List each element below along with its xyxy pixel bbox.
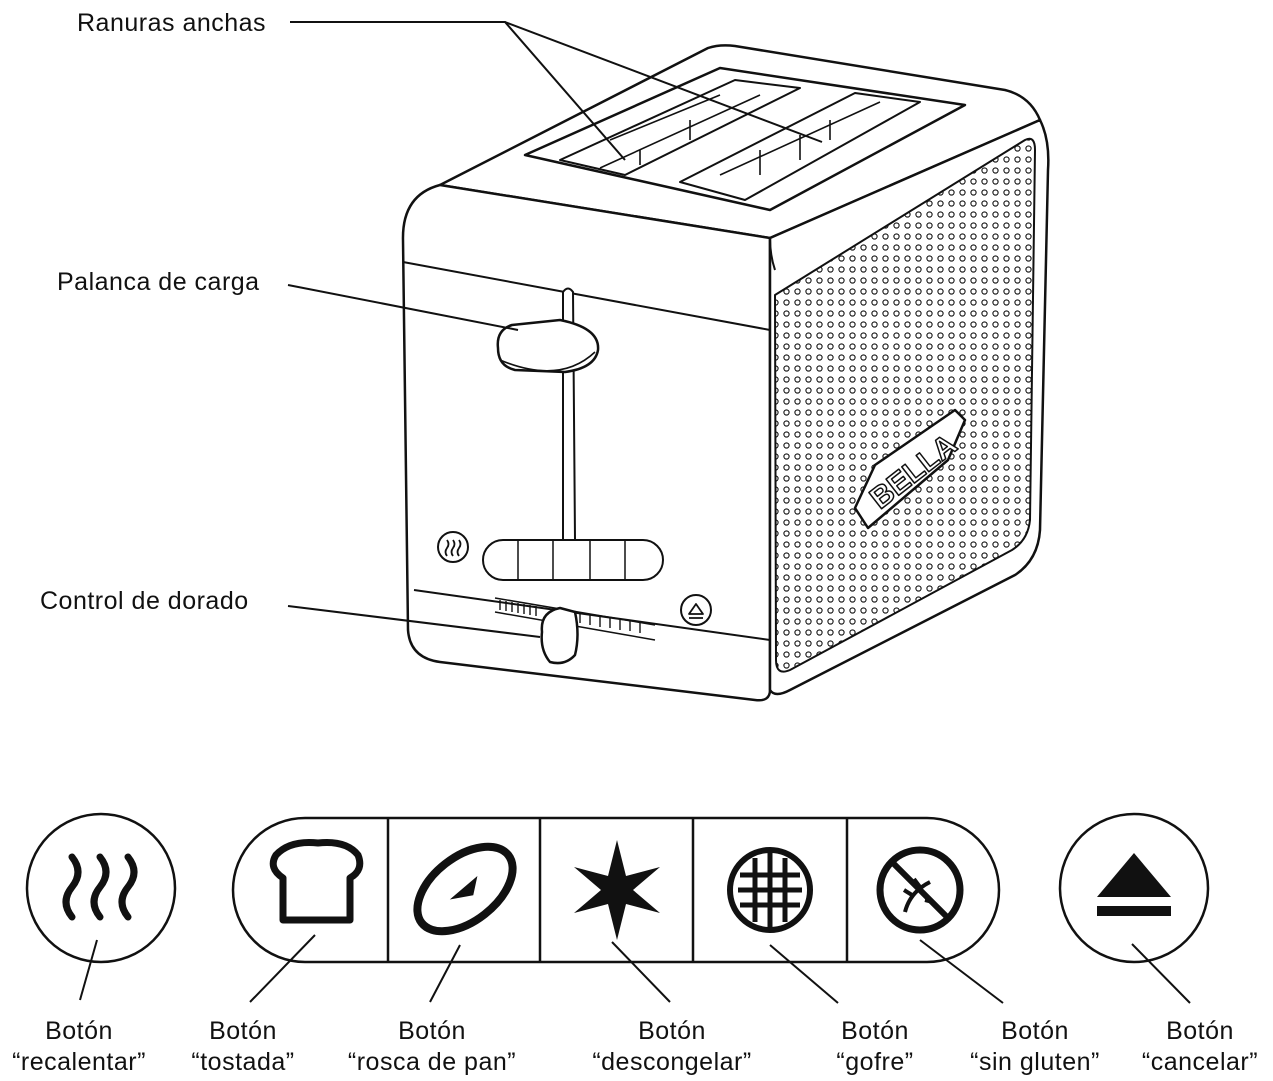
button-leader-lines — [79, 934, 1191, 1004]
eject-icon — [1097, 853, 1171, 897]
snowflake-icon — [574, 840, 660, 940]
label-loading-lever: Palanca de carga — [57, 268, 260, 296]
heat-waves-icon — [62, 853, 138, 921]
label-wide-slots: Ranuras anchas — [77, 9, 267, 37]
callout-lines — [287, 21, 823, 638]
no-gluten-icon — [876, 846, 964, 934]
label-reheat-button: Botón“recalentar” — [12, 1017, 146, 1076]
brand-badge — [853, 408, 967, 530]
waffle-icon — [727, 847, 813, 933]
label-gluten-free-button: Botón“sin gluten” — [970, 1017, 1100, 1076]
label-waffle-button: Botón“gofre” — [836, 1017, 914, 1076]
toaster-illustration: BELLA — [401, 44, 1050, 702]
browning-knob — [540, 606, 579, 665]
label-defrost-button: Botón“descongelar” — [592, 1017, 752, 1076]
label-cancel-button: Botón“cancelar” — [1141, 1017, 1259, 1076]
control-strip — [25, 812, 1210, 964]
label-bagel-button: Botón“rosca de pan” — [347, 1017, 517, 1076]
toast-icon — [269, 839, 364, 924]
bagel-icon — [413, 842, 517, 936]
label-browning-control: Control de dorado — [40, 587, 249, 615]
toaster-front — [401, 183, 772, 702]
small-cancel-button — [680, 594, 712, 626]
small-mode-panel — [482, 539, 664, 581]
label-toast-button: Botón“tostada” — [191, 1017, 295, 1076]
